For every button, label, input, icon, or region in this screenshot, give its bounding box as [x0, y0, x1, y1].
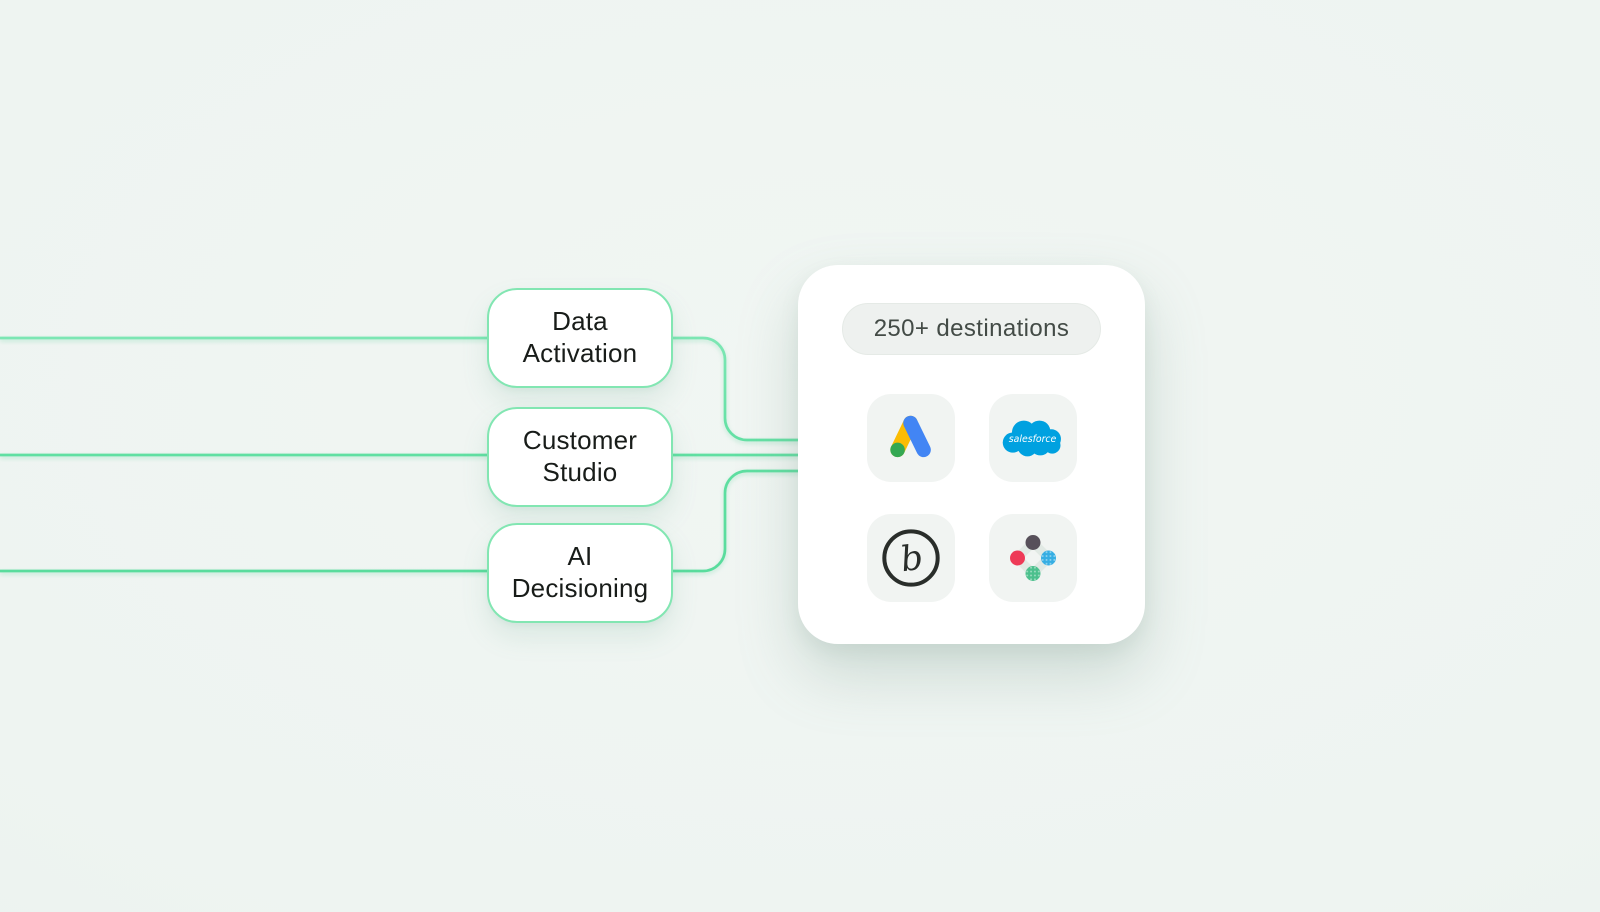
- destination-logo-grid: salesforce b: [866, 394, 1077, 602]
- tile-iterable: [988, 514, 1077, 602]
- braze-letter: b: [898, 538, 926, 581]
- tile-braze: b: [866, 514, 955, 602]
- destinations-badge: 250+ destinations: [841, 303, 1102, 355]
- node-ai-decisioning-label: AI Decisioning: [511, 541, 649, 603]
- wire-ai-decisioning: [0, 469, 800, 573]
- node-data-activation: Data Activation: [487, 288, 673, 388]
- node-data-activation-label: Data Activation: [522, 306, 638, 368]
- iterable-icon: [1009, 535, 1056, 581]
- node-ai-decisioning: AI Decisioning: [487, 523, 673, 623]
- google-ads-icon: [889, 415, 931, 458]
- wire-data-activation: [0, 336, 800, 442]
- tile-salesforce: salesforce: [988, 394, 1077, 482]
- node-customer-studio-label: Customer Studio: [522, 425, 638, 487]
- braze-icon: b: [881, 529, 940, 587]
- tile-google-ads: [866, 394, 955, 482]
- salesforce-icon: salesforce: [1002, 420, 1061, 457]
- salesforce-wordmark: salesforce: [1008, 434, 1056, 445]
- destinations-card: 250+ destinations: [798, 265, 1145, 644]
- node-customer-studio: Customer Studio: [487, 407, 673, 507]
- destinations-badge-label: 250+ destinations: [873, 315, 1070, 342]
